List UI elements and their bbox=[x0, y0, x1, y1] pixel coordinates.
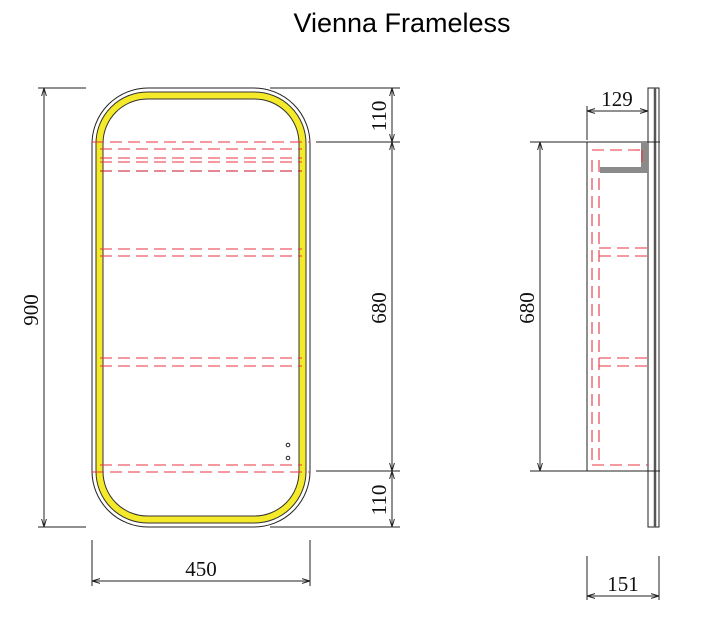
dim-cabinet-height-front: 680 bbox=[367, 292, 391, 324]
side-view: 129 680 151 bbox=[515, 87, 660, 600]
hidden-shelf-lines bbox=[92, 141, 310, 473]
dim-width: 450 bbox=[185, 557, 217, 581]
side-hidden-lines bbox=[591, 149, 648, 466]
dim-cabinet-depth: 129 bbox=[601, 87, 633, 111]
dim-bottom-offset: 110 bbox=[367, 485, 391, 516]
dim-total-depth: 151 bbox=[607, 572, 639, 596]
cabinet-body bbox=[586, 141, 649, 472]
led-housing bbox=[600, 143, 648, 173]
dim-cabinet-height-side: 680 bbox=[515, 292, 539, 324]
touch-sensor-icon bbox=[285, 442, 291, 448]
dim-overall-height: 900 bbox=[19, 294, 43, 326]
front-view: 900 110 680 110 450 bbox=[19, 87, 400, 586]
diagram-title: Vienna Frameless bbox=[293, 8, 511, 38]
mirror-panel bbox=[647, 87, 660, 528]
dim-top-offset: 110 bbox=[367, 101, 391, 132]
led-strip bbox=[95, 91, 307, 524]
mirror-outline bbox=[91, 87, 311, 528]
touch-sensor-icon bbox=[285, 455, 291, 461]
